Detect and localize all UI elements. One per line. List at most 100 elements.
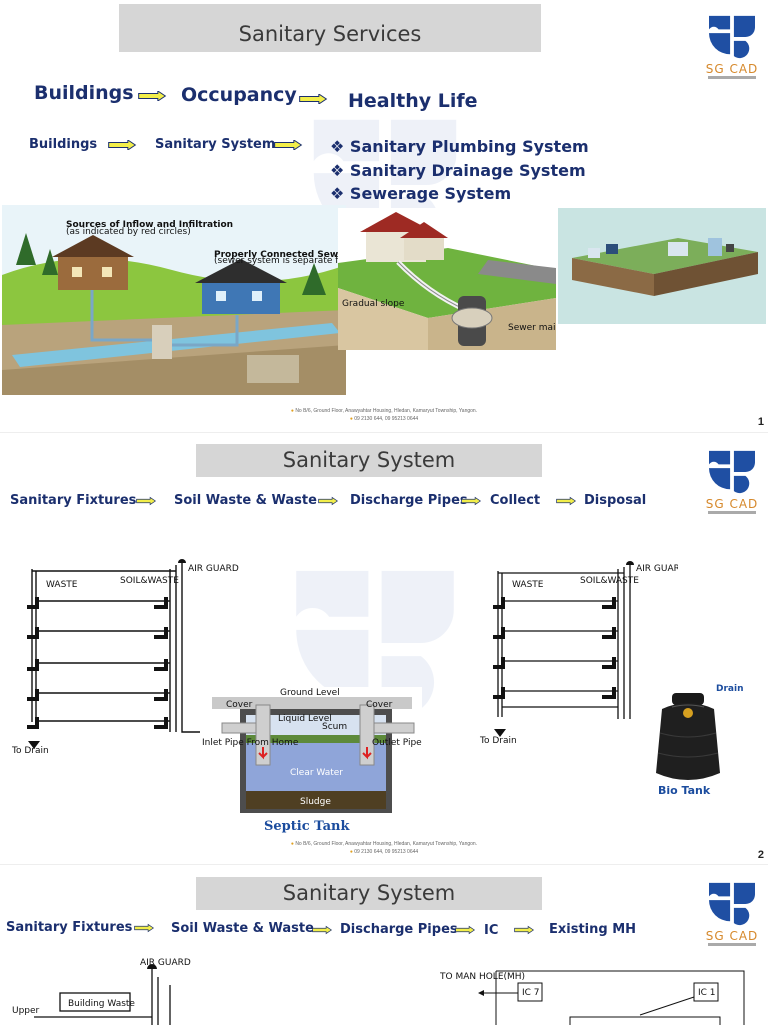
logo-text: SG CAD — [705, 62, 759, 76]
flow-collect: Collect — [490, 493, 541, 508]
manhole-plan-diagram: IC 7 IC 1 TO MAN HOLE(MH) — [440, 970, 745, 1025]
footer-address: ● No B/6, Ground Floor, Anawyahtar Housi… — [290, 841, 478, 847]
treatment-plant-illustration — [558, 208, 766, 324]
logo-icon — [700, 14, 764, 60]
stack-diagram-right: WASTE SOIL&WASTE AIR GUARD To Drain — [479, 561, 678, 746]
footer-phone: ● 09 2130 644, 09 95213 0644 — [349, 849, 419, 855]
flow-sanitary-fixtures: Sanitary Fixtures — [6, 920, 133, 935]
arrow-icon — [106, 140, 138, 150]
flow-discharge-pipes: Discharge Pipes — [350, 493, 468, 508]
sewer-main-label: Sewer main — [508, 323, 556, 333]
flow-soil-waste: Soil Waste & Waste — [171, 921, 314, 936]
septic-tank-diagram: Ground Level Cover Cover Liquid Level Sc… — [200, 687, 422, 817]
bio-tank-image — [656, 693, 720, 780]
slide-3: Sanitary System SG CAD Sanitary Fixtures… — [0, 864, 768, 1025]
soil-waste-label: SOIL&WASTE — [580, 576, 639, 586]
diamond-bullet-icon: ❖ — [330, 137, 350, 156]
flow-ic: IC — [484, 923, 499, 938]
arrow-icon — [134, 923, 154, 933]
ic1-label: IC 1 — [698, 988, 716, 998]
waste-label: WASTE — [512, 580, 544, 590]
ic7-label: IC 7 — [522, 988, 540, 998]
sources-sub-label: (as indicated by red circles) — [66, 227, 191, 237]
company-logo: SG CAD — [700, 14, 764, 84]
arrow-icon — [312, 925, 332, 935]
liquid-level-label: Liquid Level — [278, 714, 332, 724]
sewer-illustration: Sources of Inflow and Infiltration (as i… — [2, 205, 346, 395]
flow-disposal: Disposal — [584, 493, 647, 508]
flow-sanitary-system: Sanitary System — [155, 137, 276, 152]
footer-phone: ● 09 2130 644, 09 95213 0644 — [349, 416, 419, 422]
sludge-label: Sludge — [300, 797, 331, 807]
flow-sanitary-fixtures: Sanitary Fixtures — [10, 493, 137, 508]
building-waste-label: Building Waste — [68, 999, 135, 1009]
drain-label: Drain — [716, 684, 744, 694]
bullet-plumbing: ❖ Sanitary Plumbing System — [330, 137, 589, 156]
diamond-bullet-icon: ❖ — [330, 184, 350, 203]
arrow-icon — [136, 496, 156, 506]
bullet-sewerage: ❖ Sewerage System — [330, 184, 512, 203]
upper-label: Upper — [12, 1006, 40, 1016]
cover-left-label: Cover — [226, 700, 253, 710]
connected-sub-label: (sewer system is separate from stormwate… — [214, 256, 346, 266]
arrow-icon — [297, 94, 329, 104]
air-guard-label: AIR GUARD — [188, 564, 239, 574]
arrow-icon — [455, 925, 475, 935]
logo-subline — [708, 943, 756, 946]
air-guard-label: AIR GUARD — [636, 564, 678, 574]
arrow-icon — [272, 140, 304, 150]
connected-label: Properly Connected Sewer System — [214, 250, 346, 260]
arrow-icon — [318, 496, 338, 506]
diamond-bullet-icon: ❖ — [330, 161, 350, 180]
house-sewer-illustration: Gradual slope Sewer main — [338, 208, 556, 350]
footer: ● No B/6, Ground Floor, Anawyahtar Housi… — [0, 407, 768, 423]
logo-icon — [700, 449, 764, 495]
footer: ● No B/6, Ground Floor, Anawyahtar Housi… — [0, 840, 768, 856]
logo-subline — [708, 76, 756, 79]
flow-healthy-life: Healthy Life — [348, 90, 478, 112]
logo-text: SG CAD — [705, 497, 759, 511]
slide-title: Sanitary System — [196, 444, 542, 477]
logo-icon — [700, 881, 764, 927]
to-drain-label: To Drain — [11, 746, 49, 756]
ground-level-label: Ground Level — [280, 688, 340, 698]
slide-title: Sanitary System — [196, 877, 542, 910]
to-manhole-label: TO MAN HOLE(MH) — [440, 972, 525, 982]
inlet-label: Inlet Pipe From Home — [202, 738, 299, 748]
location-icon: ● — [290, 408, 296, 414]
slide-2: Sanitary System SG CAD Sanitary Fixtures… — [0, 432, 768, 865]
page-number: 2 — [757, 849, 764, 861]
flow-discharge-pipes: Discharge Pipes — [340, 922, 458, 937]
location-icon: ● — [290, 841, 296, 847]
outlet-label: Outlet Pipe to Leaching Area — [372, 738, 422, 748]
company-logo: SG CAD — [700, 881, 764, 951]
arrow-icon — [136, 91, 168, 101]
footer-address: ● No B/6, Ground Floor, Anawyahtar Housi… — [290, 408, 478, 414]
arrow-icon — [514, 925, 534, 935]
flow-occupancy: Occupancy — [181, 84, 297, 106]
page-number: 1 — [757, 416, 764, 428]
company-logo: SG CAD — [700, 449, 764, 519]
flow-soil-waste: Soil Waste & Waste — [174, 493, 317, 508]
septic-tank-caption: Septic Tank — [264, 819, 350, 834]
phone-icon: ● — [349, 849, 355, 855]
phone-icon: ● — [349, 416, 355, 422]
logo-text: SG CAD — [705, 929, 759, 943]
logo-subline — [708, 511, 756, 514]
waste-label: WASTE — [46, 580, 78, 590]
air-guard-label: AIR GUARD — [140, 958, 191, 968]
clear-water-label: Clear Water — [290, 768, 343, 778]
gradual-slope-label: Gradual slope — [342, 299, 405, 309]
building-waste-diagram: AIR GUARD Building Waste Upper — [12, 958, 191, 1025]
arrow-icon — [461, 496, 481, 506]
bullet-drainage: ❖ Sanitary Drainage System — [330, 161, 586, 180]
soil-waste-label: SOIL&WASTE — [120, 576, 179, 586]
flow-buildings: Buildings — [34, 82, 134, 104]
arrow-icon — [556, 496, 576, 506]
slide-title: Sanitary Services — [119, 4, 541, 52]
sources-label: Sources of Inflow and Infiltration — [66, 220, 233, 230]
scum-label: Scum — [322, 722, 347, 732]
cover-right-label: Cover — [366, 700, 393, 710]
to-drain-label: To Drain — [479, 736, 517, 746]
bio-tank-label: Bio Tank — [658, 784, 711, 797]
